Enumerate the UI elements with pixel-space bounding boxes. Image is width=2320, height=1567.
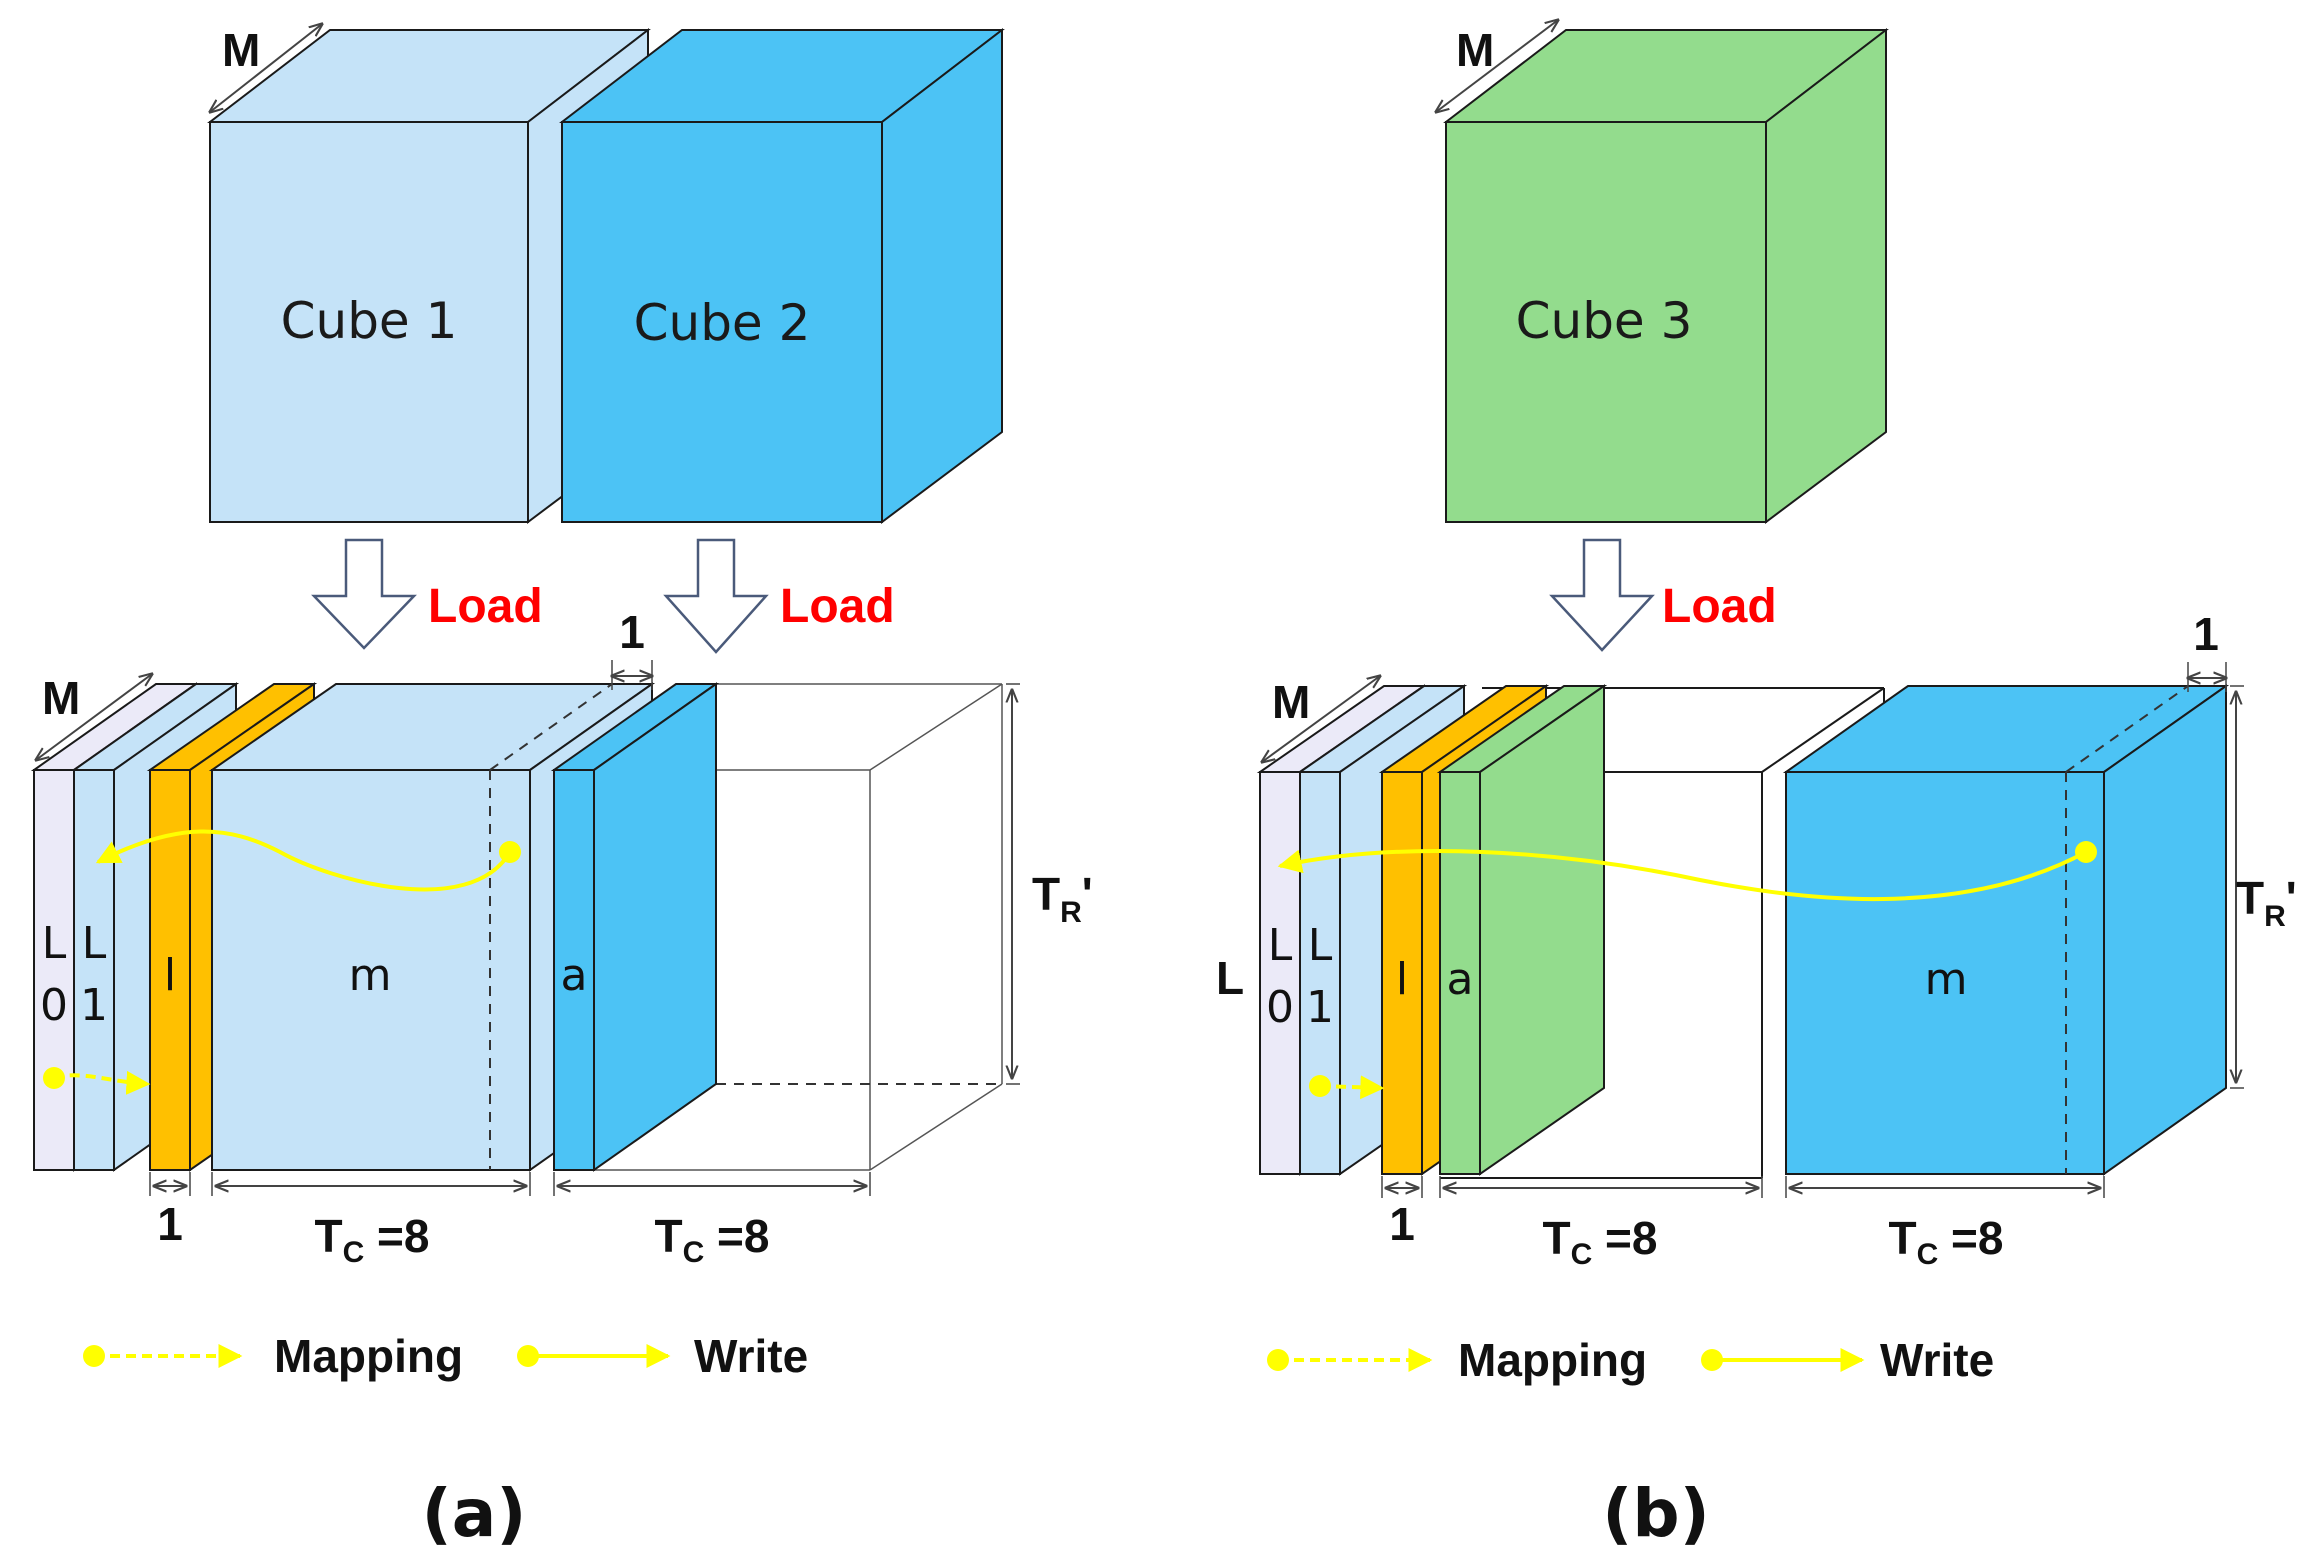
legend-mapping-a: Mapping [274,1330,463,1382]
tr-dimension-b: TR' [2230,685,2297,1089]
cube-1-front [209,121,529,523]
depth-dimension-top-a: M [210,24,322,112]
side-l-label-b: L [1216,952,1244,1004]
cube-3-label: Cube 3 [1516,292,1693,350]
panel-b: Cube 3 M Load [1216,20,2297,1552]
slab-l0-a-label-1: L [42,918,67,969]
down-arrow-icon [1549,538,1655,652]
block-m-b: m [1782,684,2230,1176]
tc-label-2-b: TC =8 [1888,1212,2003,1271]
mapping-marker-icon [1267,1349,1289,1371]
load-arrow-b: Load [1549,538,1777,652]
legend-mapping-b: Mapping [1458,1334,1647,1386]
slab-l0-b-label-1: L [1268,920,1293,971]
tr-label-b: TR' [2236,872,2297,933]
tc-label-2-a: TC =8 [654,1210,769,1269]
block-m-b-label: m [1925,954,1968,1005]
load-arrow-2: Load [663,538,895,654]
slab-a-a: a [550,682,720,1172]
depth-dimension-top-b: M [1436,20,1558,112]
load-label-1: Load [428,580,543,633]
legend-write-b: Write [1880,1334,1994,1386]
down-arrow-icon [311,538,417,650]
slab-a-a-label: a [561,950,588,1001]
slab-l-b-label: l [1396,954,1408,1005]
mapping-marker-icon [83,1345,105,1367]
cube-2: Cube 2 [559,27,1005,524]
slab-l1-b-label-2: 1 [1306,982,1334,1033]
write-marker-icon [517,1345,539,1367]
slab-l1-a-label-1: L [82,918,107,969]
load-label-b: Load [1662,580,1777,633]
legend-b: Mapping Write [1267,1334,1994,1386]
write-marker-icon [1701,1349,1723,1371]
panel-a: Cube 1 Cube 2 M Load Load [30,24,1093,1552]
load-label-2: Load [780,580,895,633]
caption-b: (b) [1602,1475,1710,1552]
down-arrow-icon [663,538,769,654]
tc-dimension-1-a: TC =8 [211,1172,531,1269]
slab-l0-a-label-2: 0 [40,980,68,1031]
depth-label-top-b: M [1456,24,1494,76]
cube-3-front [1445,121,1767,523]
slab-l-a-label: l [164,950,176,1001]
one-dimension-bottom-b: 1 [1381,1176,1423,1250]
one-label-top-a: 1 [619,606,645,658]
slab-l0-b-label-2: 0 [1266,982,1294,1033]
slab-a-b-label: a [1447,954,1474,1005]
write-arrow-a [95,829,521,892]
load-arrow-1: Load [311,538,543,650]
tc-label-1-b: TC =8 [1542,1212,1657,1271]
buffer-assembly-b: m L 0 L 1 l [1216,608,2297,1271]
one-label-bottom-b: 1 [1389,1198,1415,1250]
tr-dimension-a: TR' [1006,683,1093,1085]
legend-a: Mapping Write [83,1330,808,1382]
caption-a: (a) [422,1475,527,1552]
tc-dimension-1-b: TC =8 [1439,1176,1763,1271]
tc-dimension-2-a: TC =8 [553,1172,871,1269]
tr-label-a: TR' [1032,868,1093,929]
one-dimension-top-a: 1 [612,606,652,690]
cube-1-label: Cube 1 [281,292,458,350]
depth-label-top-a: M [222,24,260,76]
write-arrow-b [1277,841,2097,902]
mapping-arrow-b [1309,1075,1385,1100]
one-label-bottom-a: 1 [157,1198,183,1250]
slab-l1-b-label-1: L [1308,920,1333,971]
one-label-top-b: 1 [2193,608,2219,660]
buffer-assembly-a: L 0 L 1 l [30,606,1093,1269]
block-m-a-label: m [349,950,392,1001]
tc-dimension-2-b: TC =8 [1785,1176,2105,1271]
legend-write-a: Write [694,1330,808,1382]
tc-label-1-a: TC =8 [314,1210,429,1269]
cube-2-front [561,121,883,523]
slab-l1-a-label-2: 1 [80,980,108,1031]
one-dimension-bottom-a: 1 [149,1172,191,1250]
cube-2-label: Cube 2 [634,294,811,352]
cube-3: Cube 3 [1443,27,1889,524]
depth-dimension-bottom-a: M [36,672,152,760]
depth-label-bottom-a: M [42,672,80,724]
mapping-arrow-a [43,1067,151,1095]
one-dimension-top-b: 1 [2188,608,2226,692]
depth-dimension-bottom-b: M [1262,676,1380,762]
slab-a-b: a [1436,684,1608,1176]
depth-label-bottom-b: M [1272,676,1310,728]
